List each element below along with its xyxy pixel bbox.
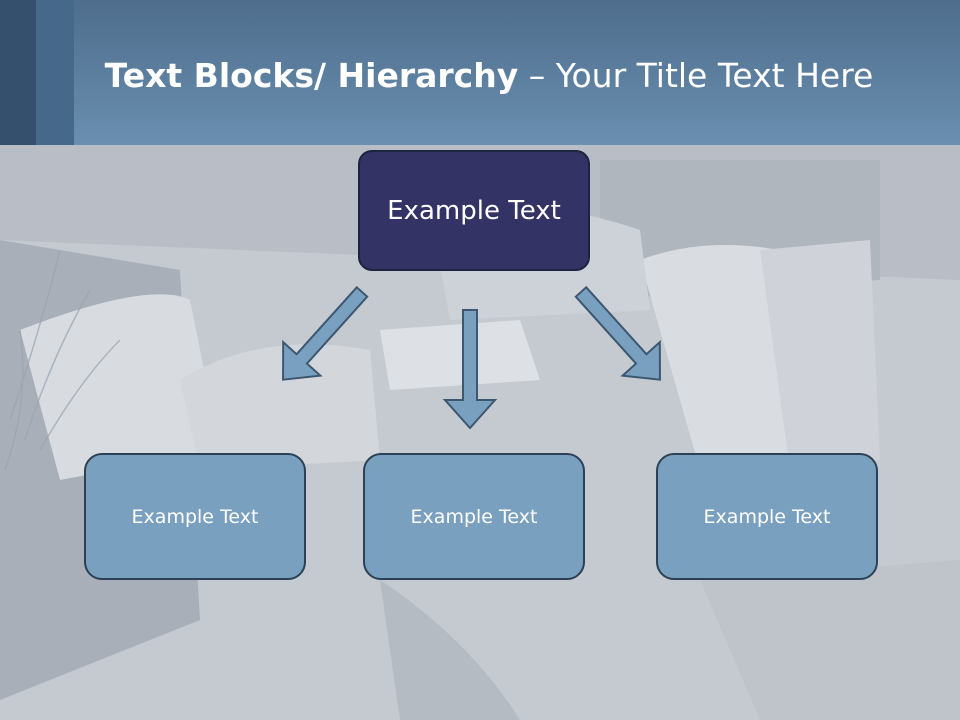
top-node-label: Example Text (387, 195, 561, 226)
title-bold: Text Blocks/ Hierarchy (104, 56, 519, 95)
arrow-left (263, 274, 382, 398)
header-accent-dark (0, 0, 36, 145)
child-node-left[interactable]: Example Text (84, 453, 306, 580)
title-dash: – (518, 56, 556, 95)
title-rest: Your Title Text Here (555, 56, 874, 95)
child-node-right[interactable]: Example Text (656, 453, 878, 580)
child-node-label: Example Text (410, 505, 538, 528)
slide-title: Text Blocks/ Hierarchy – Your Title Text… (74, 52, 904, 100)
child-node-label: Example Text (131, 505, 259, 528)
header-accent-medium (36, 0, 74, 145)
child-node-label: Example Text (703, 505, 831, 528)
arrow-center (444, 309, 496, 429)
child-node-center[interactable]: Example Text (363, 453, 585, 580)
arrow-right (561, 274, 680, 398)
title-bar: Text Blocks/ Hierarchy – Your Title Text… (0, 0, 960, 145)
top-node[interactable]: Example Text (358, 150, 590, 271)
